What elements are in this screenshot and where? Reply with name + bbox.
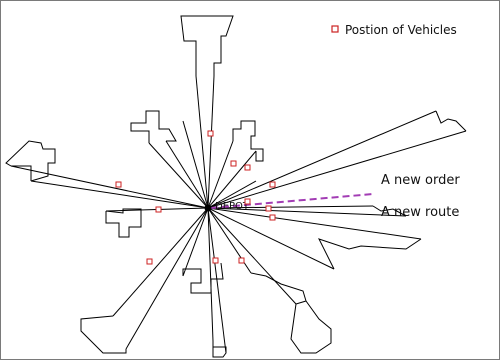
spoke-west-2	[10, 165, 209, 209]
spoke-south-west-2	[125, 207, 209, 350]
new-order-label: A new order	[381, 173, 460, 188]
spoke-south-3	[207, 207, 227, 354]
depot-marker	[204, 204, 212, 212]
vehicle-marker	[212, 257, 219, 264]
route-south	[212, 341, 227, 358]
vehicle-marker	[244, 164, 251, 171]
spoke-north-east-2	[207, 140, 234, 209]
new-route-line	[210, 193, 374, 209]
vehicle-marker	[146, 258, 153, 265]
vehicle-marker	[244, 198, 251, 205]
route-south-far-east	[290, 300, 332, 354]
route-west	[11, 165, 32, 181]
vehicle-markers	[115, 130, 276, 265]
legend: Postion of Vehicles	[331, 23, 457, 37]
vehicle-marker	[207, 130, 214, 137]
route-north-east	[435, 110, 467, 132]
spoke-north-west-1	[148, 142, 209, 209]
vehicle-marker	[269, 214, 276, 221]
spoke-north-east	[207, 110, 437, 209]
route-south-east	[318, 238, 422, 270]
vehicle-marker	[269, 181, 276, 188]
route-south-west	[80, 315, 127, 354]
spoke-north	[195, 75, 209, 209]
spoke-south-west-1	[112, 207, 209, 317]
vehicle-marker	[115, 181, 122, 188]
spoke-west-1	[30, 180, 209, 209]
route-west-2	[5, 140, 56, 182]
route-south-east-arm	[250, 272, 307, 305]
route-north-center	[232, 120, 264, 162]
vehicle-marker	[230, 160, 237, 167]
legend-marker	[331, 25, 339, 33]
spoke-north-west-3	[182, 120, 209, 209]
spoke-north-east-4	[207, 180, 257, 209]
route-west-small	[105, 208, 142, 238]
spoke-east-2	[207, 205, 374, 209]
route-south-center	[182, 262, 224, 294]
spoke-south-east-1	[207, 207, 422, 240]
new-route-label: A new route	[381, 205, 459, 220]
route-spokes	[10, 75, 467, 354]
vehicle-marker	[238, 257, 245, 264]
route-boundaries	[5, 15, 467, 358]
route-north-west	[130, 110, 177, 143]
spoke-north-west-2	[165, 140, 209, 209]
spoke-north-east-3	[207, 150, 257, 209]
vehicle-marker	[265, 205, 272, 212]
spoke-north-2	[207, 75, 215, 209]
vehicle-marker	[155, 206, 162, 213]
spoke-south-east-2	[207, 207, 335, 270]
spoke-east-1	[207, 130, 467, 209]
route-east	[372, 205, 407, 217]
spoke-south-4	[182, 207, 209, 277]
depot-label: DEPOT	[215, 201, 250, 212]
spoke-east-3	[207, 207, 407, 217]
spoke-south-1	[207, 207, 297, 305]
legend-label: Postion of Vehicles	[345, 23, 457, 37]
spoke-south-2	[207, 207, 214, 342]
route-north	[180, 15, 234, 76]
